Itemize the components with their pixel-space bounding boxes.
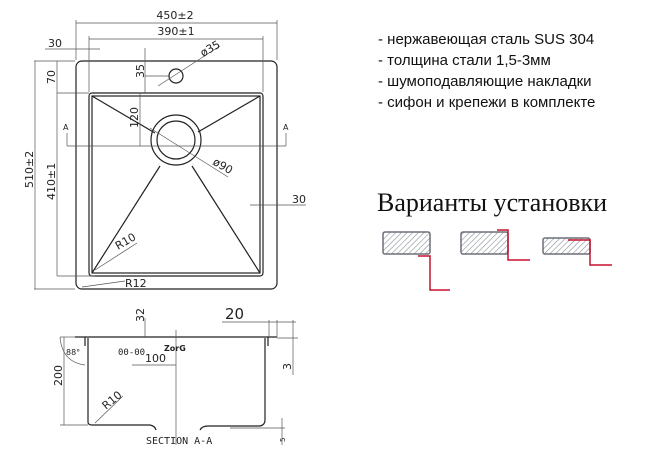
feature-item: - сифон и крепежи в комплекте	[378, 94, 596, 111]
radius-outer-label: R12	[125, 277, 147, 290]
dim-angle: 88°	[66, 348, 80, 357]
feature-item: - нержавеющая сталь SUS 304	[378, 31, 595, 48]
dim-bottom-gap: 5	[279, 438, 287, 442]
feature-item: - шумоподавляющие накладки	[378, 73, 592, 90]
dim-depth: 200	[52, 365, 65, 386]
dim-drain-dist: 100	[145, 352, 166, 365]
section-radius: R10	[100, 388, 125, 412]
install-variant-undermount	[382, 231, 450, 291]
dim-hole-offset: 35	[134, 64, 147, 78]
dim-rim-top: 70	[45, 70, 58, 84]
install-variant-overmount	[542, 237, 612, 266]
dim-offset-left: 30	[48, 37, 62, 50]
section-bowl	[87, 338, 266, 431]
dim-flange: 20	[225, 305, 244, 323]
dim-height-outer: 510±2	[23, 151, 36, 188]
dim-width-inner: 390±1	[157, 25, 194, 38]
bowl-inner	[91, 95, 261, 274]
dim-width-outer: 450±2	[156, 9, 193, 22]
bowl-outline	[88, 92, 264, 277]
dim-offset-right: 30	[292, 193, 306, 206]
model-code: 00-00	[118, 348, 145, 358]
drain-outer	[150, 114, 202, 166]
dim-hole-diameter: ø35	[198, 38, 222, 60]
section-label: SECTION A-A	[146, 436, 212, 447]
section-marker-right: A	[283, 123, 289, 132]
install-variant-flush	[460, 229, 530, 261]
dim-depth-top: 32	[134, 308, 147, 322]
brand-logo: ZorG	[164, 344, 186, 353]
dim-drain-offset: 120	[128, 107, 141, 128]
install-variants-title: Варианты установки	[377, 188, 608, 217]
sink-outline	[75, 60, 278, 290]
top-view: 450±2 390±1 30 35 ø35 70 510±2 410±1 120…	[23, 9, 306, 290]
section-view: 32 20 88° 200 R10 00-00 100 ZorG 3 5 SEC…	[52, 305, 298, 447]
dim-thickness: 3	[281, 363, 294, 370]
feature-item: - толщина стали 1,5-3мм	[378, 52, 551, 69]
drain-inner	[156, 120, 196, 160]
dim-height-inner: 410±1	[45, 163, 58, 200]
section-marker-left: A	[63, 123, 69, 132]
